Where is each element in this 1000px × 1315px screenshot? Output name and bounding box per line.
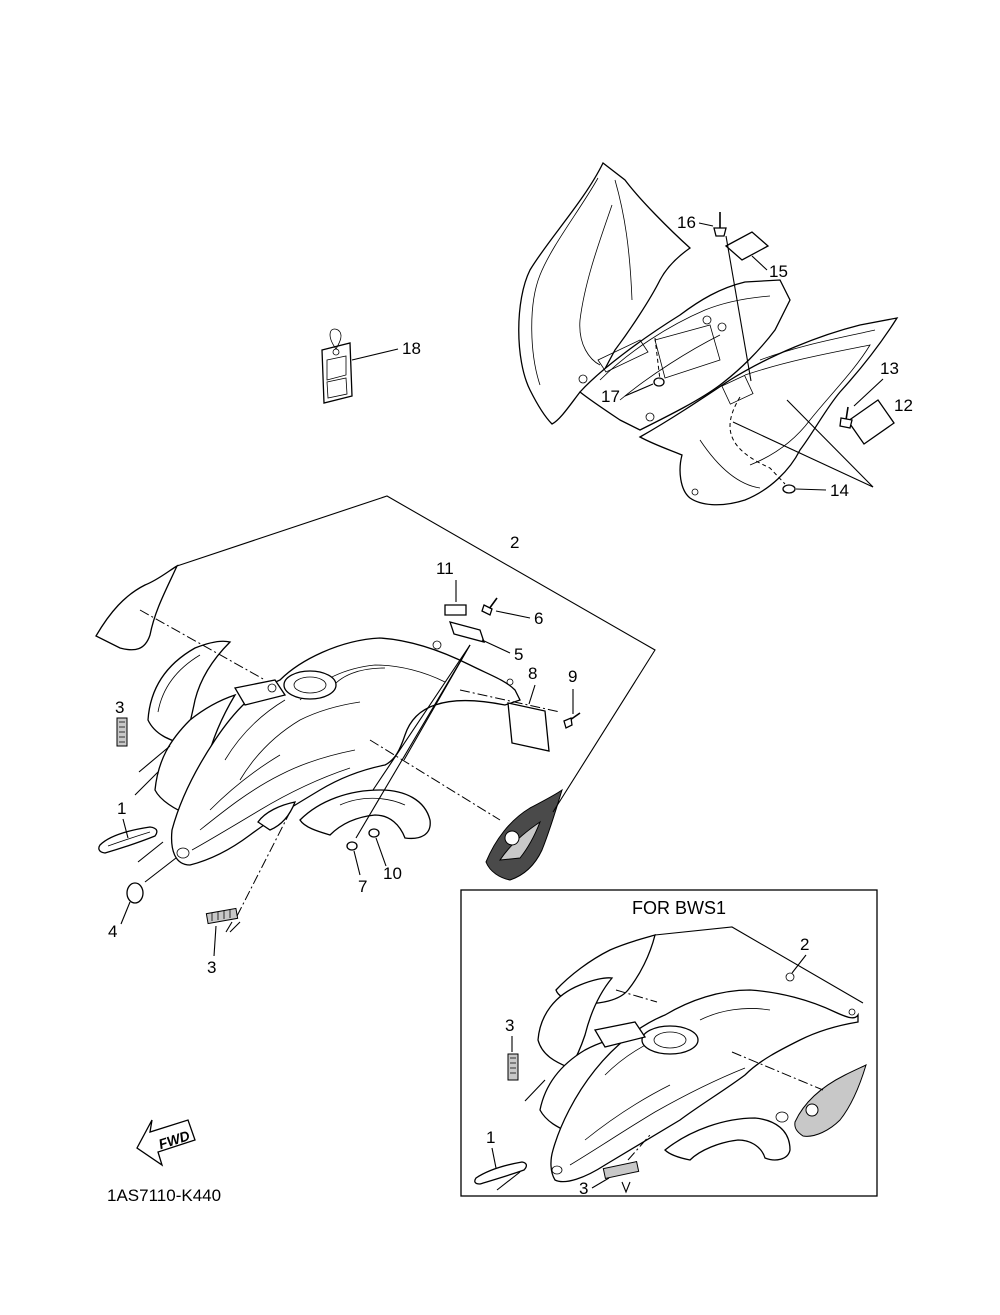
callout-3b: 3 [207, 958, 216, 977]
front-fender-assembly [95, 495, 656, 933]
callout-9: 9 [568, 667, 577, 686]
callout-1: 1 [117, 799, 126, 818]
part-code: 1AS7110-K440 [107, 1186, 221, 1205]
callout-14: 14 [830, 481, 849, 500]
callout-8: 8 [528, 664, 537, 683]
callout-10: 10 [383, 864, 402, 883]
callout-5: 5 [514, 645, 523, 664]
callout-7: 7 [358, 877, 367, 896]
bws1-variant-box [460, 889, 878, 1197]
callout-2: 2 [510, 533, 519, 552]
callout-12: 12 [894, 396, 913, 415]
callout-4: 4 [108, 922, 117, 941]
callouts: 16 15 18 17 13 12 14 2 11 6 5 8 9 [107, 213, 913, 1205]
variant-box-title: FOR BWS1 [632, 898, 726, 918]
callout-17: 17 [601, 387, 620, 406]
callout-13: 13 [880, 359, 899, 378]
callout-3a: 3 [115, 698, 124, 717]
variant-callout-3a: 3 [505, 1016, 514, 1035]
callout-18: 18 [402, 339, 421, 358]
variant-callout-2: 2 [800, 935, 809, 954]
callout-16: 16 [677, 213, 696, 232]
fwd-arrow-icon: FWD [136, 1119, 196, 1167]
rear-fender-assembly [321, 161, 899, 506]
callout-15: 15 [769, 262, 788, 281]
variant-callout-3b: 3 [579, 1179, 588, 1198]
variant-callout-1: 1 [486, 1128, 495, 1147]
callout-11: 11 [436, 559, 454, 578]
callout-6: 6 [534, 609, 543, 628]
